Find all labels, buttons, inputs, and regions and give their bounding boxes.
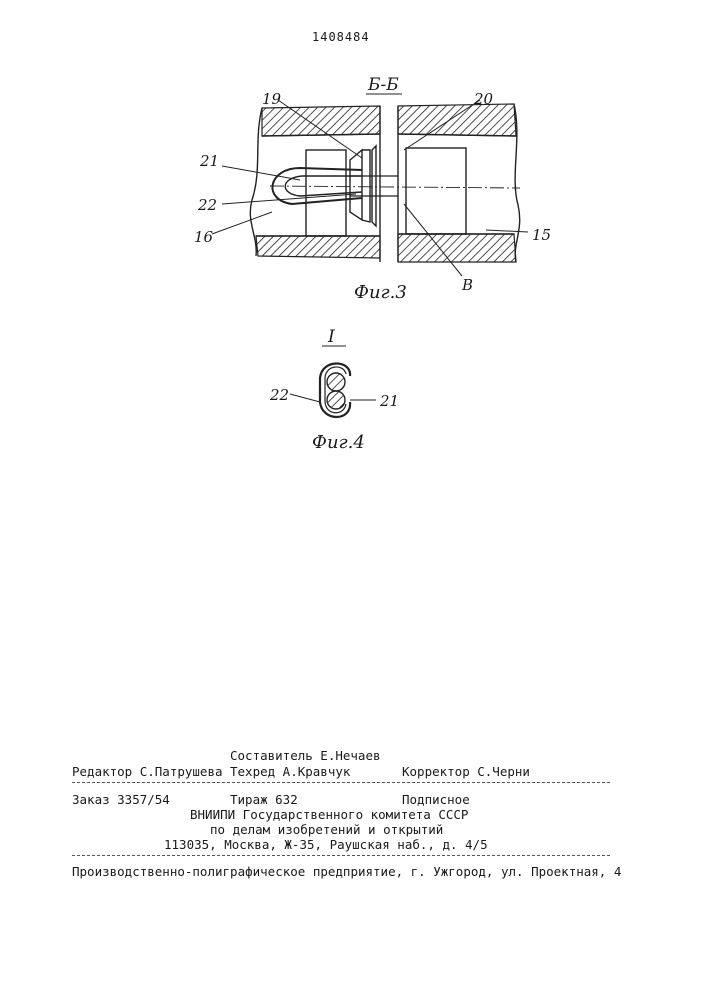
rod-section-bottom [327,391,345,409]
techred: Техред А.Кравчук [230,764,350,779]
detail-label: I [327,327,335,347]
imprint-rule-bottom [72,855,610,856]
spool-flange [350,150,362,220]
callout-16: 16 [194,228,214,246]
rod-section-top [327,373,345,391]
callout-22: 22 [197,196,217,214]
callout-21-fig4: 21 [379,392,399,410]
right-block [406,148,466,234]
imprint-rule-top [72,782,610,783]
top-wall-hatching [262,106,380,136]
subscription: Подписное [402,792,470,807]
bottom-wall-hatching [256,236,380,258]
org-line-2: по делам изобретений и открытий [210,822,443,837]
center-axis [270,186,520,188]
order: Заказ 3357/54 [72,792,170,807]
callout-19: 19 [262,90,282,108]
figure-4-caption: Фиг.4 [312,432,365,453]
org-line-1: ВНИИПИ Государственного комитета СССР [190,807,468,822]
circulation: Тираж 632 [230,792,298,807]
callout-21: 21 [199,152,219,170]
figure-3-caption: Фиг.3 [354,282,407,303]
address: 113035, Москва, Ж-35, Раушская наб., д. … [164,837,488,852]
section-label: Б-Б [367,75,399,95]
corrector: Корректор С.Черни [402,764,530,779]
callout-22-fig4: 22 [269,386,289,404]
top-wall-hatching-right [398,104,516,136]
spool-flange-right [372,146,376,226]
callout-20: 20 [473,90,494,108]
left-break-line [250,108,262,256]
compiler: Составитель Е.Нечаев [230,748,381,763]
figure-3-drawing: Б-Б 19 20 21 22 16 15 В Фиг.3 [194,75,551,303]
figure-4-drawing: I 22 21 Фиг.4 [269,327,399,453]
callout-b: В [461,276,473,294]
printer: Производственно-полиграфическое предприя… [72,864,621,879]
callout-15: 15 [532,226,551,244]
bottom-wall-hatching-right [398,234,516,262]
editor: Редактор С.Патрушева [72,764,223,779]
technical-drawing: Б-Б 19 20 21 22 16 15 В Фиг.3 I 22 21 Фи… [0,0,707,480]
